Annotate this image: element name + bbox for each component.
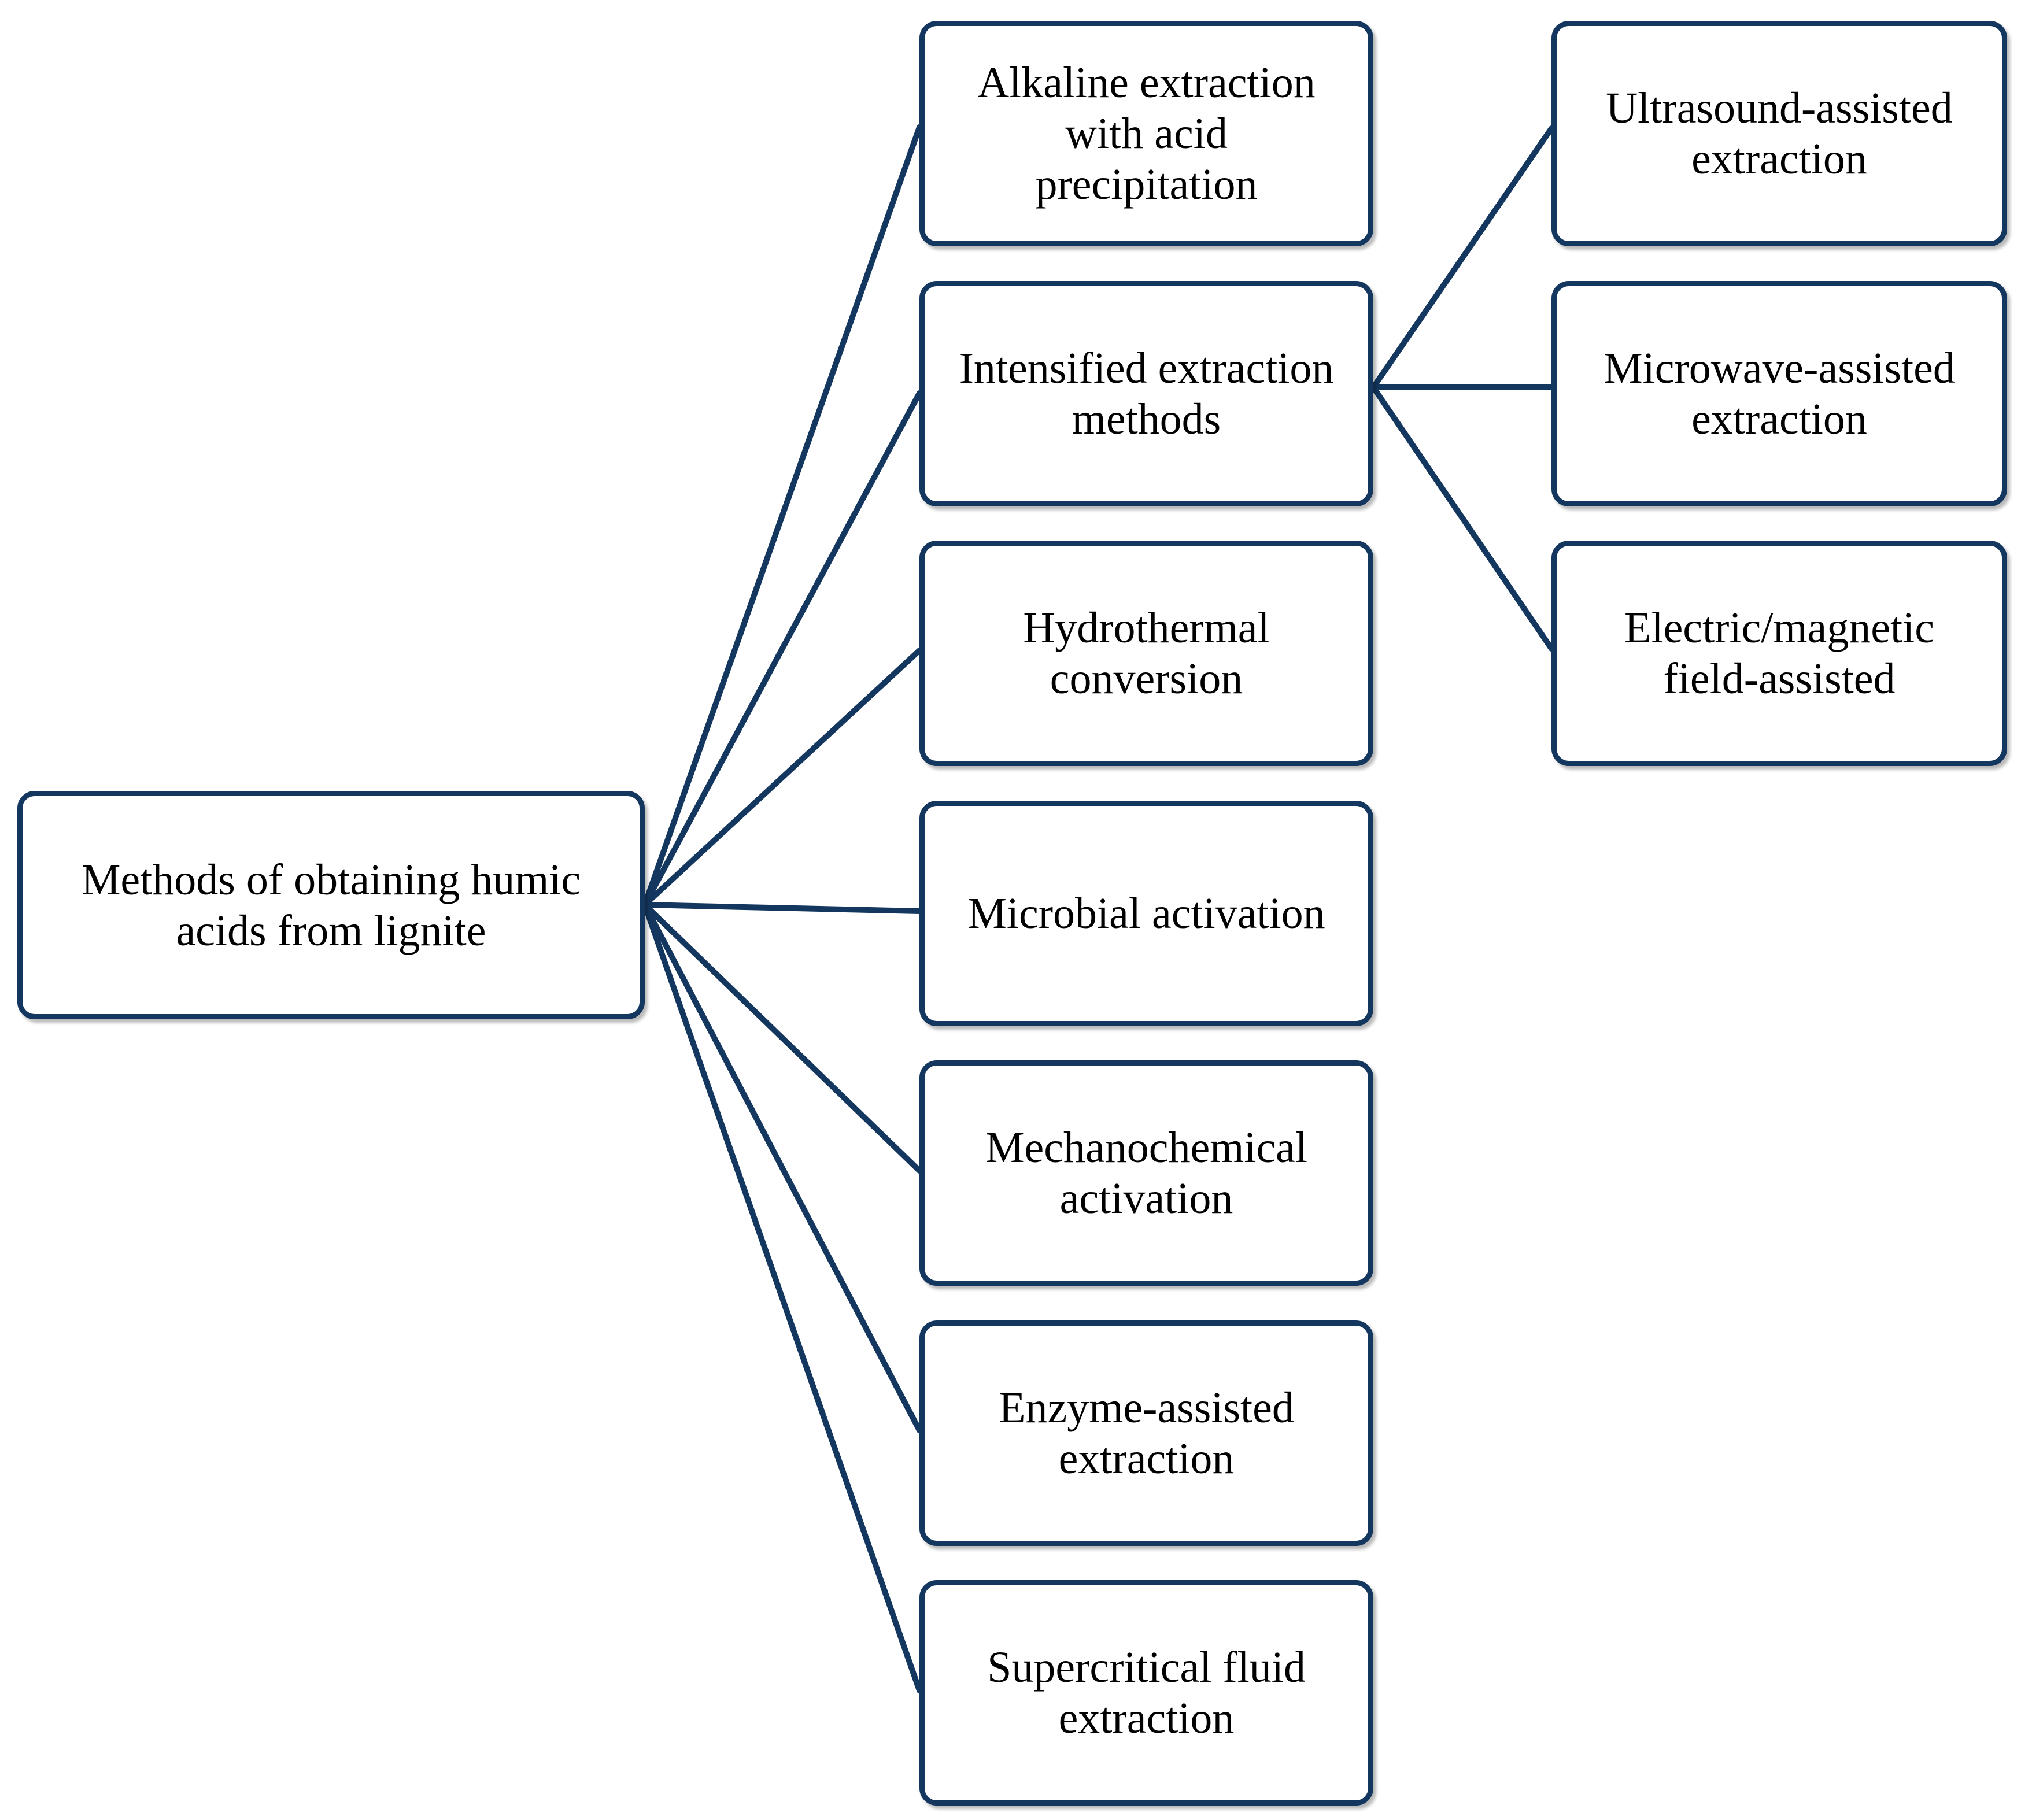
method-node-label: Supercritical fluid extraction — [987, 1643, 1306, 1743]
method-node-microbial-activation: Microbial activation — [919, 801, 1373, 1026]
method-node-label: Enzyme-assisted extraction — [999, 1384, 1294, 1483]
root-node-label: Methods of obtaining humic acids from li… — [81, 855, 581, 955]
sub-node-label: Microwave-assisted extraction — [1604, 344, 1955, 443]
method-node-label: Alkaline extraction with acid precipitat… — [977, 58, 1316, 209]
connector-intensified-electric — [1370, 384, 1554, 652]
sub-node-electric-magnetic-field: Electric/magnetic field-assisted — [1551, 541, 2007, 766]
method-node-enzyme-assisted-extraction: Enzyme-assisted extraction — [919, 1320, 1373, 1546]
sub-node-label: Ultrasound-assisted extraction — [1606, 84, 1953, 183]
connector-root-hydrothermal — [642, 648, 922, 908]
method-node-label: Mechanochemical activation — [985, 1123, 1308, 1223]
sub-node-microwave-assisted: Microwave-assisted extraction — [1551, 281, 2007, 506]
connector-root-alkaline — [642, 124, 922, 908]
method-node-supercritical-fluid-extraction: Supercritical fluid extraction — [919, 1580, 1373, 1806]
connector-root-microbial — [642, 902, 922, 914]
method-node-label: Hydrothermal conversion — [1023, 604, 1270, 703]
connector-root-supercritical — [642, 902, 922, 1693]
root-node-methods: Methods of obtaining humic acids from li… — [17, 791, 645, 1019]
method-node-hydrothermal-conversion: Hydrothermal conversion — [919, 541, 1373, 766]
method-node-mechanochemical-activation: Mechanochemical activation — [919, 1060, 1373, 1286]
connector-root-enzyme — [642, 902, 922, 1433]
sub-node-label: Electric/magnetic field-assisted — [1624, 604, 1934, 703]
sub-node-ultrasound-assisted: Ultrasound-assisted extraction — [1551, 21, 2007, 246]
connector-intensified-ultrasound — [1370, 125, 1554, 390]
method-node-intensified-extraction: Intensified extraction methods — [919, 281, 1373, 506]
method-node-label: Intensified extraction methods — [959, 344, 1334, 443]
root-to-method-connectors — [642, 124, 922, 1693]
intensified-to-sub-connectors — [1370, 125, 1554, 652]
connector-root-mechanochemical — [642, 902, 922, 1174]
connector-root-intensified — [642, 390, 922, 908]
method-node-alkaline-extraction: Alkaline extraction with acid precipitat… — [919, 21, 1373, 246]
method-node-label: Microbial activation — [967, 889, 1325, 938]
